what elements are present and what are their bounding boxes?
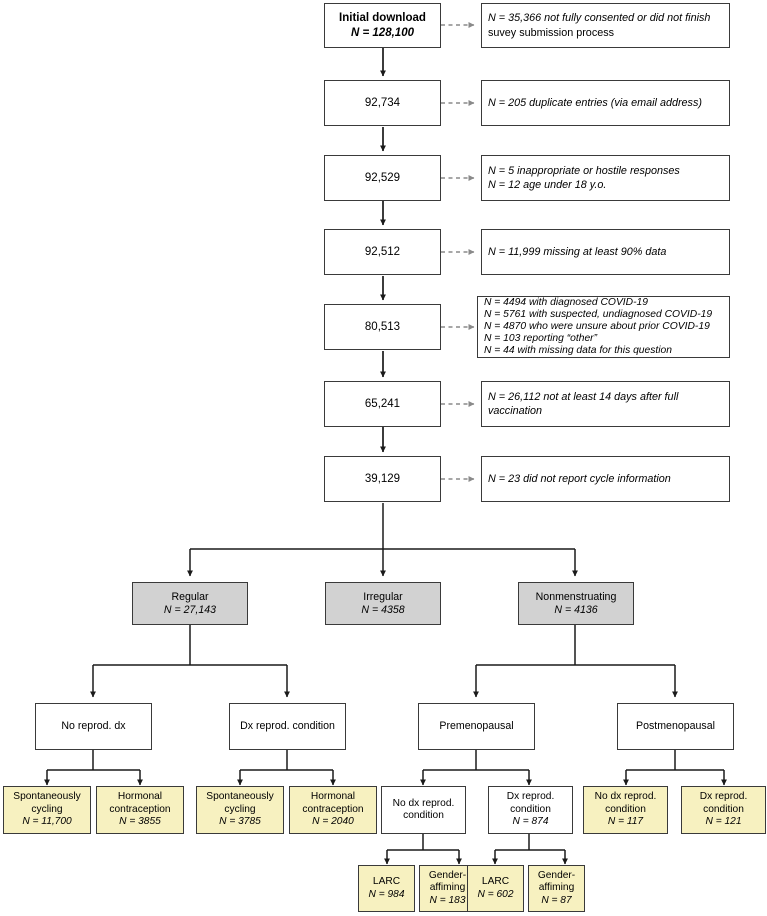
sub-leaf-label: LARC (372, 876, 401, 888)
exclusion-line: N = 12 age under 18 y.o. (488, 179, 607, 191)
subgroup-label: No reprod. dx (61, 720, 126, 733)
sub-leaf-larc-no-dx[interactable]: LARC N = 984 (358, 865, 415, 912)
exclusion-line: N = 11,999 missing at least 90% data (488, 245, 667, 258)
main-node-step-3[interactable]: 92,529 (324, 155, 441, 201)
leaf-label: No dx reprod. (392, 797, 455, 809)
exclusion-line: N = 35,366 not fully consented or did no… (488, 12, 711, 25)
leaf-count: N = 121 (705, 816, 742, 828)
sub-leaf-label: affiming (538, 882, 575, 894)
leaf-dx-reprod-condition-premeno[interactable]: Dx reprod. condition N = 874 (488, 786, 573, 834)
subgroup-label: Postmenopausal (636, 720, 715, 733)
sub-leaf-count: N = 602 (477, 888, 514, 900)
cycle-group-count: N = 27,143 (163, 603, 217, 616)
cycle-group-label: Nonmenstruating (535, 590, 617, 603)
cycle-group-count: N = 4136 (554, 603, 598, 616)
subgroup-label: Dx reprod. condition (240, 720, 335, 733)
leaf-no-dx-reprod-condition-postmeno[interactable]: No dx reprod. condition N = 117 (583, 786, 668, 834)
leaf-count: N = 11,700 (22, 816, 72, 828)
main-node-step-4[interactable]: 92,512 (324, 229, 441, 275)
main-node-step-7[interactable]: 39,129 (324, 456, 441, 502)
main-node-count: N = 128,100 (351, 26, 414, 39)
main-node-initial-download[interactable]: Initial download N = 128,100 (324, 3, 441, 48)
leaf-label: cycling (31, 803, 63, 815)
main-node-step-5[interactable]: 80,513 (324, 304, 441, 350)
leaf-label: Spontaneously (206, 791, 274, 803)
subgroup-dx-reprod-condition[interactable]: Dx reprod. condition (229, 703, 346, 750)
exclusion-box-1[interactable]: N = 35,366 not fully consented or did no… (481, 3, 730, 48)
exclusion-line: N = 4870 who were unsure about prior COV… (484, 320, 710, 332)
sub-leaf-count: N = 183 (429, 894, 466, 906)
main-node-count: 80,513 (364, 320, 401, 333)
exclusion-box-6[interactable]: N = 26,112 not at least 14 days after fu… (481, 381, 730, 427)
leaf-label: Spontaneously (13, 791, 81, 803)
leaf-label: condition (510, 803, 551, 815)
cycle-group-nonmenstruating[interactable]: Nonmenstruating N = 4136 (518, 582, 634, 625)
sub-leaf-count: N = 984 (368, 888, 405, 900)
exclusion-box-2[interactable]: N = 205 duplicate entries (via email add… (481, 80, 730, 126)
leaf-count: N = 2040 (312, 816, 354, 828)
exclusion-line: N = 103 reporting “other” (484, 333, 598, 345)
sub-leaf-gender-affiming-no-dx[interactable]: Gender- affiming N = 183 (419, 865, 476, 912)
leaf-count: N = 3855 (119, 816, 161, 828)
exclusion-line: N = 23 did not report cycle information (488, 472, 671, 485)
exclusion-line: N = 44 with missing data for this questi… (484, 345, 673, 357)
leaf-label: Dx reprod. (506, 791, 555, 803)
leaf-count: N = 117 (607, 816, 644, 828)
main-node-count: 65,241 (364, 397, 401, 410)
exclusion-box-4[interactable]: N = 11,999 missing at least 90% data (481, 229, 730, 275)
leaf-label: Hormonal (310, 791, 356, 803)
cycle-group-label: Irregular (363, 590, 403, 603)
exclusion-line: N = 5 inappropriate or hostile responses (488, 164, 680, 177)
leaf-count: N = 3785 (219, 816, 261, 828)
leaf-label: Dx reprod. (699, 791, 748, 803)
main-node-count: 92,734 (364, 96, 401, 109)
exclusion-line: N = 26,112 not at least 14 days after fu… (488, 390, 679, 417)
main-node-count: 92,529 (364, 171, 401, 184)
cycle-group-irregular[interactable]: Irregular N = 4358 (325, 582, 441, 625)
cycle-group-regular[interactable]: Regular N = 27,143 (132, 582, 248, 625)
sub-leaf-count: N = 87 (541, 894, 572, 906)
leaf-label: condition (605, 803, 646, 815)
leaf-label: condition (403, 810, 444, 821)
main-node-count: 92,512 (364, 245, 401, 258)
cycle-group-label: Regular (171, 590, 209, 603)
exclusion-box-5[interactable]: N = 4494 with diagnosed COVID-19 N = 576… (477, 296, 730, 358)
exclusion-line: suvey submission process (488, 26, 615, 39)
sub-leaf-label: Gender- (428, 869, 467, 881)
leaf-spontaneously-cycling-regular[interactable]: Spontaneously cycling N = 11,700 (3, 786, 91, 834)
leaf-label: cycling (224, 803, 256, 815)
leaf-count: N = 874 (512, 816, 549, 828)
leaf-label: condition (703, 803, 744, 815)
exclusion-line: N = 4494 with diagnosed COVID-19 (484, 296, 648, 308)
exclusion-box-7[interactable]: N = 23 did not report cycle information (481, 456, 730, 502)
leaf-label: Hormonal (117, 791, 163, 803)
subgroup-postmenopausal[interactable]: Postmenopausal (617, 703, 734, 750)
sub-leaf-label: LARC (481, 876, 510, 888)
leaf-label: contraception (109, 803, 171, 815)
main-node-step-2[interactable]: 92,734 (324, 80, 441, 126)
subgroup-no-reprod-dx[interactable]: No reprod. dx (35, 703, 152, 750)
leaf-spontaneously-cycling-dx[interactable]: Spontaneously cycling N = 3785 (196, 786, 284, 834)
sub-leaf-label: Gender- (537, 869, 576, 881)
cycle-group-count: N = 4358 (361, 603, 405, 616)
main-node-step-6[interactable]: 65,241 (324, 381, 441, 427)
exclusion-line: N = 5761 with suspected, undiagnosed COV… (484, 308, 713, 320)
main-node-count: 39,129 (364, 472, 401, 485)
exclusion-line: N = 205 duplicate entries (via email add… (488, 96, 702, 109)
leaf-label: No dx reprod. (594, 791, 657, 803)
leaf-dx-reprod-condition-postmeno[interactable]: Dx reprod. condition N = 121 (681, 786, 766, 834)
main-node-label: Initial download (339, 12, 426, 25)
sub-leaf-larc-dx[interactable]: LARC N = 602 (467, 865, 524, 912)
leaf-hormonal-contraception-regular[interactable]: Hormonal contraception N = 3855 (96, 786, 184, 834)
leaf-no-dx-reprod-condition-premeno[interactable]: No dx reprod. condition (381, 786, 466, 834)
subgroup-premenopausal[interactable]: Premenopausal (418, 703, 535, 750)
leaf-hormonal-contraception-dx[interactable]: Hormonal contraception N = 2040 (289, 786, 377, 834)
subgroup-label: Premenopausal (439, 720, 514, 733)
exclusion-box-3[interactable]: N = 5 inappropriate or hostile responses… (481, 155, 730, 201)
sub-leaf-label: affiming (429, 882, 466, 894)
leaf-label: contraception (302, 803, 364, 815)
sub-leaf-gender-affiming-dx[interactable]: Gender- affiming N = 87 (528, 865, 585, 912)
